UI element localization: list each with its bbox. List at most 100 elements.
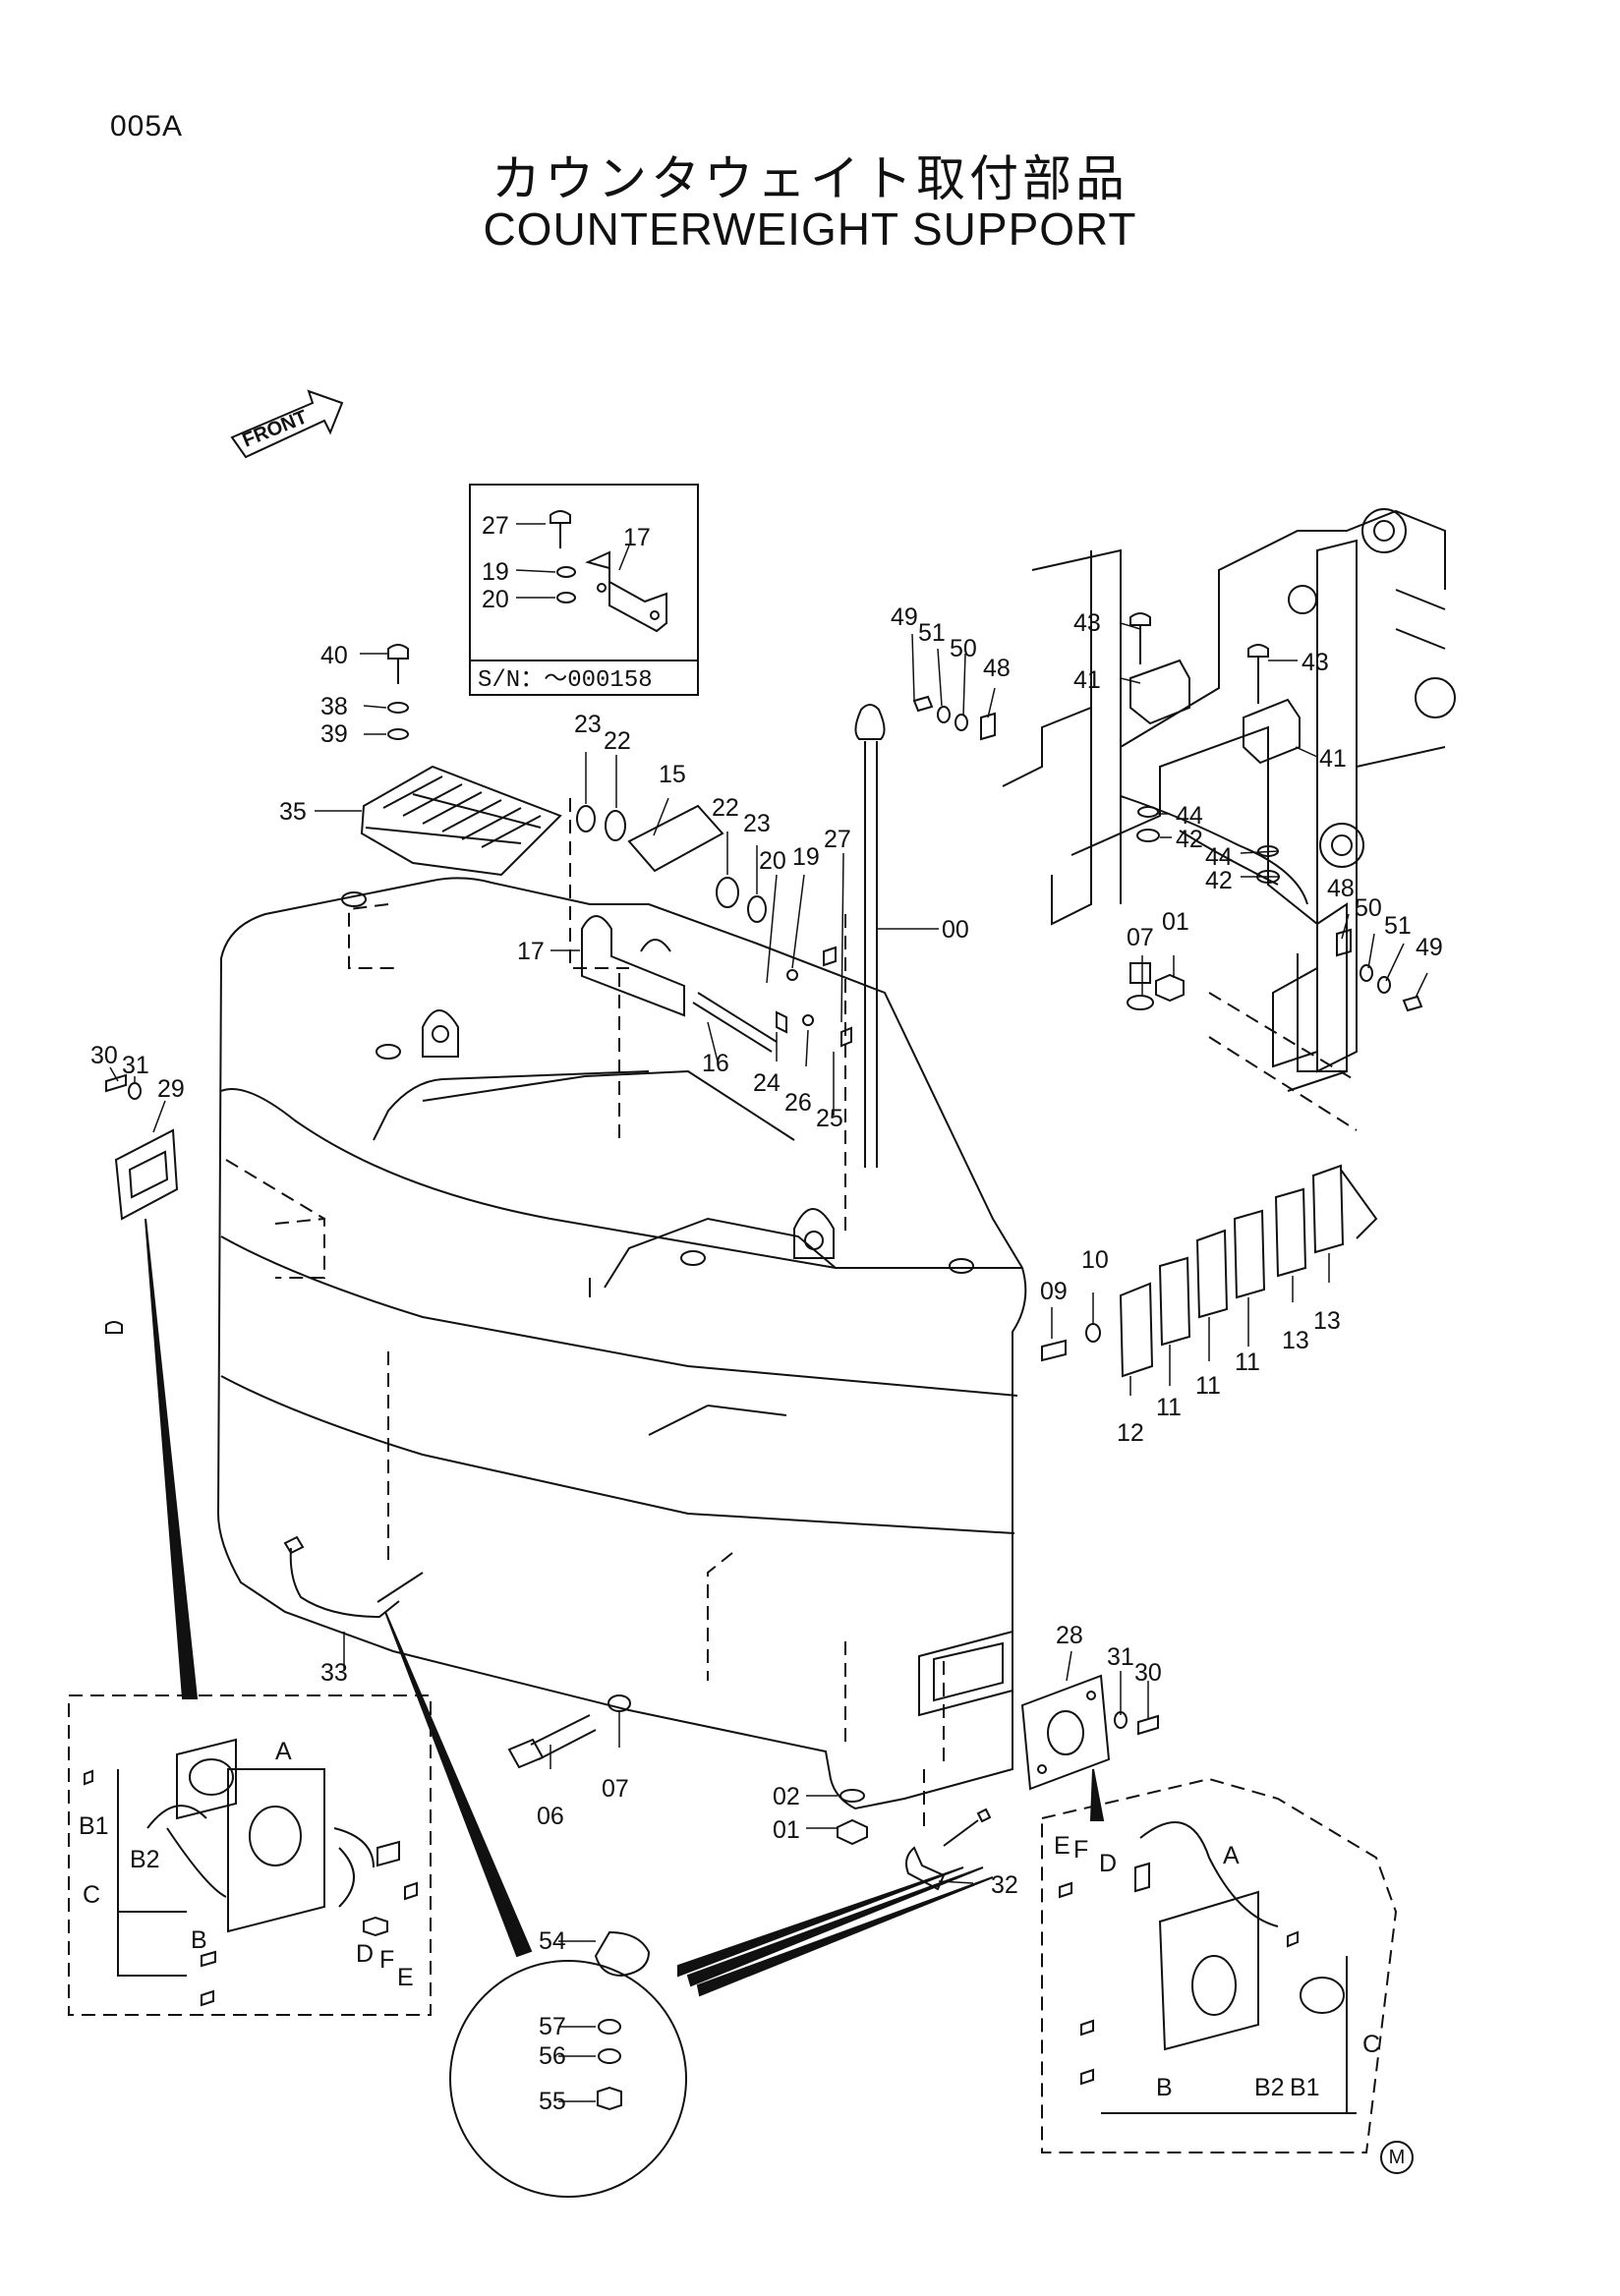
part-label-lB2b: B2	[1254, 2074, 1285, 2101]
lamp-detail-right	[1041, 1777, 1398, 2153]
part-label-p13b: 13	[1313, 1307, 1341, 1335]
part-label-p43a: 43	[1073, 609, 1101, 637]
part-label-p31b: 31	[1107, 1643, 1134, 1671]
part-label-p19a: 19	[482, 558, 509, 586]
title-japanese: カウンタウェイト取付部品	[492, 150, 1128, 207]
rod-assembly	[854, 704, 886, 1168]
part-label-p30a: 30	[90, 1042, 118, 1069]
part-label-p26: 26	[784, 1089, 812, 1117]
part-label-p19b: 19	[792, 843, 820, 871]
part-label-lDa: D	[356, 1940, 374, 1968]
dashed-leader-lines	[225, 798, 1358, 1828]
part-label-p40: 40	[320, 642, 348, 669]
part-label-p56: 56	[539, 2042, 566, 2070]
part-label-p12: 12	[1117, 1419, 1144, 1447]
part-label-p27a: 27	[482, 512, 509, 540]
part-label-p30b: 30	[1134, 1659, 1162, 1687]
part-label-p02: 02	[773, 1783, 800, 1810]
part-label-p00: 00	[942, 916, 969, 944]
part-label-p49b: 49	[1416, 934, 1443, 961]
part-label-p23a: 23	[574, 711, 602, 738]
part-label-p11b: 11	[1195, 1372, 1221, 1400]
part-label-lBb: B	[1156, 2074, 1173, 2101]
part-label-p16: 16	[702, 1050, 729, 1077]
part-label-p28: 28	[1056, 1622, 1083, 1649]
part-label-p51a: 51	[918, 619, 946, 647]
detail-magnifier	[449, 1930, 687, 2198]
counterweight-body	[216, 877, 1027, 1810]
part-label-lBa: B	[191, 1926, 207, 1954]
part-label-p51b: 51	[1384, 912, 1412, 940]
part-label-p31a: 31	[122, 1052, 149, 1079]
part-label-p22a: 22	[604, 727, 631, 755]
pivot-pin-parts	[576, 804, 852, 1053]
part-label-p49a: 49	[891, 603, 918, 631]
part-label-p11a: 11	[1156, 1394, 1182, 1421]
part-label-p01b: 01	[773, 1816, 800, 1844]
page-code: 005A	[110, 110, 184, 143]
part-label-p22b: 22	[712, 794, 739, 822]
part-label-lEa: E	[397, 1964, 414, 1991]
part-label-p25: 25	[816, 1105, 843, 1132]
inset-box: S/N：～000158	[469, 484, 699, 696]
part-label-p48a: 48	[983, 655, 1011, 682]
part-label-p27b: 27	[824, 826, 851, 853]
m-mark: M	[1380, 2141, 1414, 2174]
part-label-p17b: 17	[517, 938, 545, 965]
part-label-p54: 54	[539, 1927, 566, 1955]
part-label-p48b: 48	[1327, 875, 1355, 902]
part-label-p55: 55	[539, 2088, 566, 2115]
part-label-p33: 33	[320, 1659, 348, 1687]
part-label-p50a: 50	[950, 635, 977, 662]
lamp-detail-left	[68, 1694, 432, 2016]
part-label-p43b: 43	[1302, 649, 1329, 676]
part-label-p20b: 20	[759, 847, 786, 875]
part-label-p42b: 42	[1205, 867, 1233, 894]
part-label-lA2: A	[1223, 1842, 1240, 1869]
frame-structure	[912, 508, 1456, 1092]
part-label-p32: 32	[991, 1871, 1018, 1899]
part-label-p06: 06	[537, 1803, 564, 1830]
part-label-p38: 38	[320, 693, 348, 720]
part-label-p41a: 41	[1073, 666, 1101, 694]
part-label-lC2: C	[1362, 2031, 1380, 2058]
step-bracket-assembly	[360, 644, 562, 877]
mounting-bolt	[507, 1694, 631, 1769]
part-label-lEb: E	[1054, 1832, 1070, 1860]
part-label-p57: 57	[539, 2013, 566, 2040]
part-label-lB1b: B1	[1290, 2074, 1320, 2101]
part-label-p07b: 07	[602, 1775, 629, 1803]
part-label-p23b: 23	[743, 810, 771, 837]
part-label-lA1: A	[275, 1738, 292, 1765]
part-label-p50b: 50	[1355, 894, 1382, 922]
part-label-p42a: 42	[1176, 826, 1203, 853]
detail-leaders	[145, 1218, 1105, 1997]
plate-28	[1020, 1674, 1159, 1791]
inset-serial-note: S/N：～000158	[478, 667, 653, 694]
title-english: COUNTERWEIGHT SUPPORT	[483, 203, 1137, 255]
part-label-p11c: 11	[1235, 1349, 1260, 1376]
front-arrow-label: FRONT	[240, 406, 311, 451]
part-label-p20a: 20	[482, 586, 509, 613]
part-label-p10: 10	[1081, 1246, 1109, 1274]
label-leaders	[109, 523, 1428, 2102]
part-label-p44a: 44	[1176, 802, 1203, 830]
part-label-lDb: D	[1099, 1850, 1117, 1877]
wire-harness	[283, 1535, 424, 1619]
front-arrow-icon: FRONT	[230, 389, 344, 459]
part-label-lB2a: B2	[130, 1846, 160, 1873]
part-label-p13a: 13	[1282, 1327, 1309, 1354]
part-label-p15: 15	[659, 761, 686, 788]
lamp-assembly-left	[105, 1073, 179, 1334]
part-label-lFa: F	[379, 1946, 394, 1974]
part-label-lC1: C	[83, 1881, 100, 1909]
part-label-p29: 29	[157, 1075, 185, 1103]
part-label-p09: 09	[1040, 1278, 1068, 1305]
part-label-p01a: 01	[1162, 908, 1189, 936]
part-label-p44b: 44	[1205, 843, 1233, 871]
shim-stack	[1041, 1164, 1378, 1378]
part-label-p41b: 41	[1319, 745, 1347, 773]
part-label-lFb: F	[1073, 1836, 1088, 1864]
